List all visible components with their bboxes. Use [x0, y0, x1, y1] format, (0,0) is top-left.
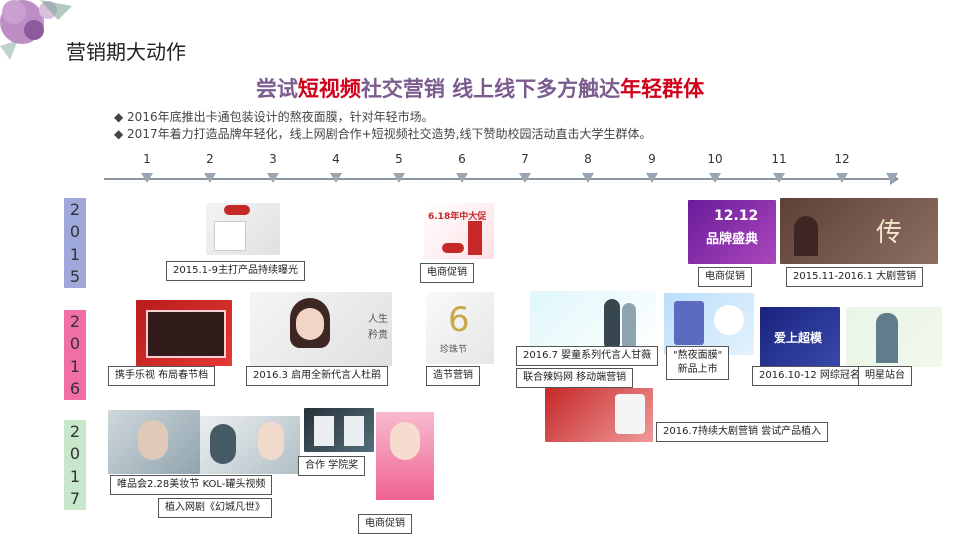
month-label: 10: [707, 152, 723, 166]
college-award-image: [304, 408, 374, 452]
timeline-tick-icon: [267, 173, 279, 183]
year-digit: 1: [69, 466, 81, 486]
timeline-tick-icon: [582, 173, 594, 183]
flower-decoration-icon: [0, 0, 72, 60]
year-digit: 1: [69, 356, 81, 376]
bullet-item: ◆ 2016年底推出卡通包装设计的熬夜面膜，针对年轻市场。: [114, 110, 434, 124]
year-digit: 0: [69, 444, 81, 464]
event-label-line: 新品上市: [677, 364, 718, 375]
year-badge-2015: 2 0 1 5: [64, 198, 86, 288]
month-label: 12: [834, 152, 850, 166]
timeline-tick-icon: [456, 173, 468, 183]
pearl-day-number: 6: [448, 300, 470, 340]
promo-618-text: 6.18年中大促: [428, 212, 487, 222]
event-label: 2016.10-12 网综冠名: [752, 366, 867, 386]
month-label: 5: [395, 152, 403, 166]
event-label: 合作 学院奖: [298, 456, 366, 476]
timeline-tick-icon: [141, 173, 153, 183]
ecommerce-poster-image: [376, 412, 434, 500]
timeline-tick-icon: [709, 173, 721, 183]
variety-show-image: 爱上超模: [760, 307, 840, 367]
event-label: 携手乐视 布局春节档: [108, 366, 216, 386]
timeline-tick-icon: [646, 173, 658, 183]
event-label: 电商促销: [698, 267, 752, 287]
month-label: 6: [458, 152, 466, 166]
event-label: 植入网剧《幻城凡世》: [158, 498, 272, 518]
timeline-tick-icon: [886, 173, 898, 183]
variety-show-title: 爱上超模: [774, 331, 823, 345]
event-label: 2016.7 婴童系列代言人甘薇: [516, 346, 659, 366]
timeline-tick-icon: [393, 173, 405, 183]
timeline-axis: [104, 178, 892, 180]
headline: 尝试短视频社交营销 线上线下多方触达年轻群体: [0, 73, 960, 103]
headline-highlight-1: 短视频: [297, 77, 361, 101]
year-badge-2016: 2 0 1 6: [64, 310, 86, 400]
event-label: 2016.3 启用全新代言人杜鹃: [246, 366, 389, 386]
timeline-tick-icon: [836, 173, 848, 183]
year-digit: 0: [69, 334, 81, 354]
pearl-day-title: 珍珠节: [440, 345, 468, 355]
event-label: 造节营销: [426, 366, 480, 386]
pearl-day-image: 6 珍珠节: [426, 292, 494, 364]
year-digit: 7: [69, 489, 81, 509]
letv-image: [136, 300, 232, 366]
month-label: 4: [332, 152, 340, 166]
headline-part-1: 尝试: [255, 77, 298, 101]
spokesperson-tagline-2: 矜贵: [368, 330, 388, 341]
drama-image: 传: [780, 198, 938, 264]
drama-product-image: [545, 388, 653, 442]
promo-1212-number: 12.12: [714, 208, 759, 224]
headline-highlight-2: 年轻群体: [620, 77, 705, 101]
event-label: 2016.7持续大剧营销 尝试产品植入: [656, 422, 829, 442]
year-digit: 0: [69, 222, 81, 242]
year-digit: 1: [69, 244, 81, 264]
promo-618-image: 6.18年中大促: [424, 203, 494, 259]
year-digit: 6: [69, 379, 81, 399]
promo-1212-title: 品牌盛典: [706, 232, 759, 247]
event-label: 联合辣妈网 移动端营销: [516, 368, 634, 388]
month-label: 9: [648, 152, 656, 166]
web-drama-image: [200, 416, 300, 474]
year-digit: 2: [69, 421, 81, 441]
timeline-tick-icon: [204, 173, 216, 183]
month-label: 2: [206, 152, 214, 166]
year-digit: 2: [69, 311, 81, 331]
timeline-tick-icon: [519, 173, 531, 183]
kol-video-image: [108, 410, 200, 474]
month-label: 1: [143, 152, 151, 166]
month-label: 11: [771, 152, 787, 166]
year-digit: 5: [69, 267, 81, 287]
event-label: 2015.11-2016.1 大剧营销: [786, 267, 924, 287]
year-digit: 2: [69, 199, 81, 219]
night-mask-image: [664, 293, 754, 355]
event-label: 电商促销: [358, 514, 412, 534]
month-label: 3: [269, 152, 277, 166]
event-label-line: "熬夜面膜": [673, 350, 723, 361]
spokesperson-tagline-1: 人生: [368, 314, 388, 325]
timeline-tick-icon: [330, 173, 342, 183]
promo-1212-image: 12.12 品牌盛典: [688, 200, 776, 264]
page-title: 营销期大动作: [66, 40, 186, 64]
timeline-tick-icon: [773, 173, 785, 183]
celebrity-image: [846, 307, 942, 367]
drama-title: 传: [876, 218, 903, 248]
headline-part-2: 社交营销 线上线下多方触达: [360, 77, 621, 101]
month-label: 8: [584, 152, 592, 166]
event-label: 2015.1-9主打产品持续曝光: [166, 261, 305, 281]
event-label: "熬夜面膜" 新品上市: [666, 346, 730, 380]
product-image: [206, 203, 280, 255]
event-label: 电商促销: [420, 263, 474, 283]
year-badge-2017: 2 0 1 7: [64, 420, 86, 510]
event-label: 明星站台: [858, 366, 912, 386]
spokesperson-image: 人生 矜贵: [250, 292, 392, 366]
event-label: 唯品会2.28美妆节 KOL-罐头视频: [110, 475, 273, 495]
month-label: 7: [521, 152, 529, 166]
bullet-list: ◆ 2016年底推出卡通包装设计的熬夜面膜，针对年轻市场。 ◆ 2017年着力打…: [114, 109, 651, 143]
bullet-item: ◆ 2017年着力打造品牌年轻化，线上网剧合作+短视频社交造势,线下赞助校园活动…: [114, 127, 652, 141]
